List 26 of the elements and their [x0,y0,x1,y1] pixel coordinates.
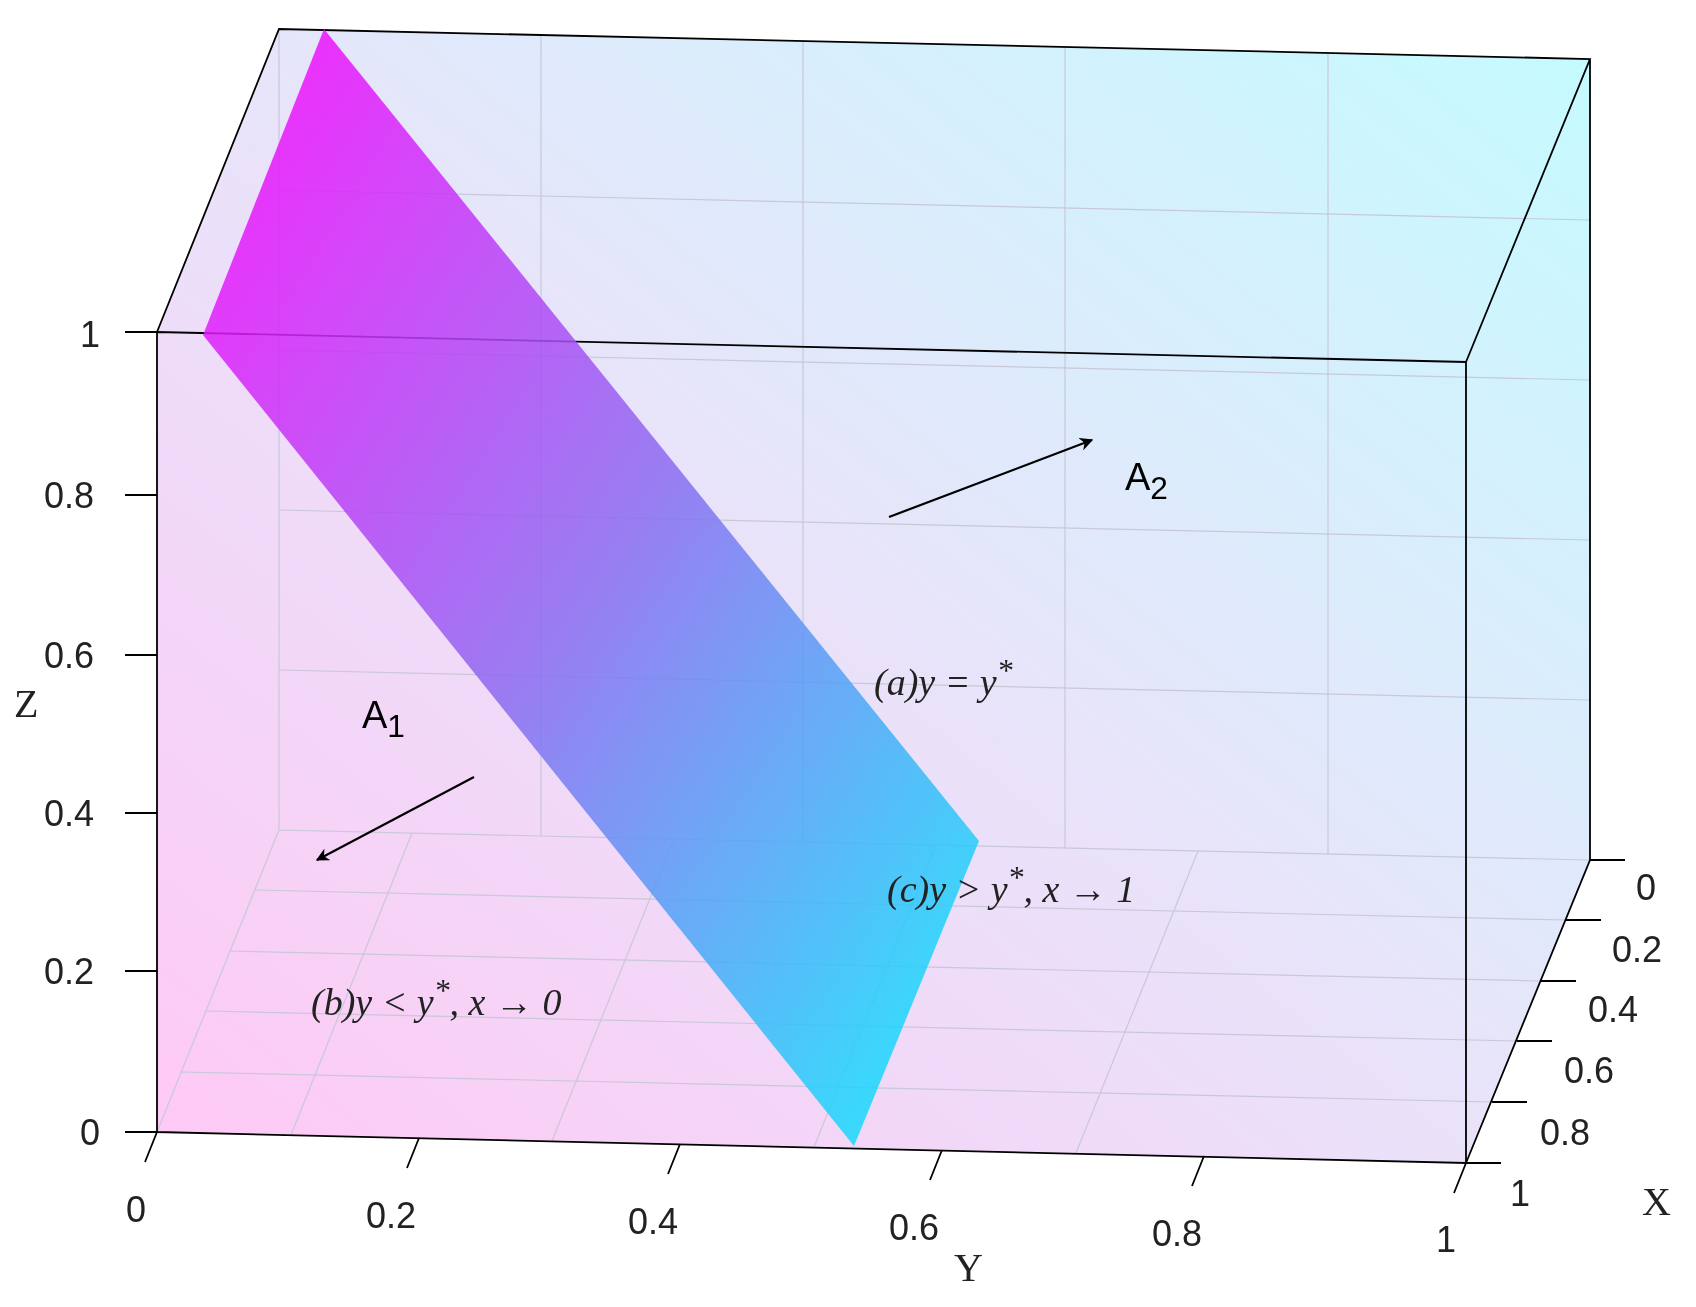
axis-title: Y [954,1248,983,1288]
tick-label: 0.4 [628,1204,679,1240]
region-label: (b)y < y$^{*}$, x → 0 [311,975,562,1021]
tick-label: 0.2 [1612,932,1663,968]
tick-label: 0.4 [1588,992,1639,1028]
tick-label: 0.2 [44,954,95,990]
tick-label: 0.8 [1152,1216,1203,1252]
axis-title: X [1642,1182,1671,1222]
region-label: A$_{2}$ [1125,458,1168,505]
region-label: A$_{1}$ [362,696,405,743]
region-label: (c)y > y$^{*}$, x → 1 [887,862,1136,908]
tick-label: 0.6 [1564,1053,1615,1089]
tick-label: 1 [1510,1176,1531,1212]
tick-label: 0 [1636,870,1657,906]
tick-label: 1 [80,317,101,353]
axis-title: Z [14,684,39,724]
tick-label: 0 [80,1115,101,1151]
region-label: (a)y = y$^{*}$ [874,655,1013,701]
tick-label: 0 [126,1192,147,1228]
tick-label: 0.8 [1540,1115,1591,1151]
tick-label: 0.8 [44,478,95,514]
tick-label: 0.6 [889,1210,940,1246]
tick-label: 1 [1436,1222,1457,1258]
tick-label: 0.2 [366,1198,417,1234]
tick-label: 0.4 [44,796,95,832]
tick-label: 0.6 [44,638,95,674]
